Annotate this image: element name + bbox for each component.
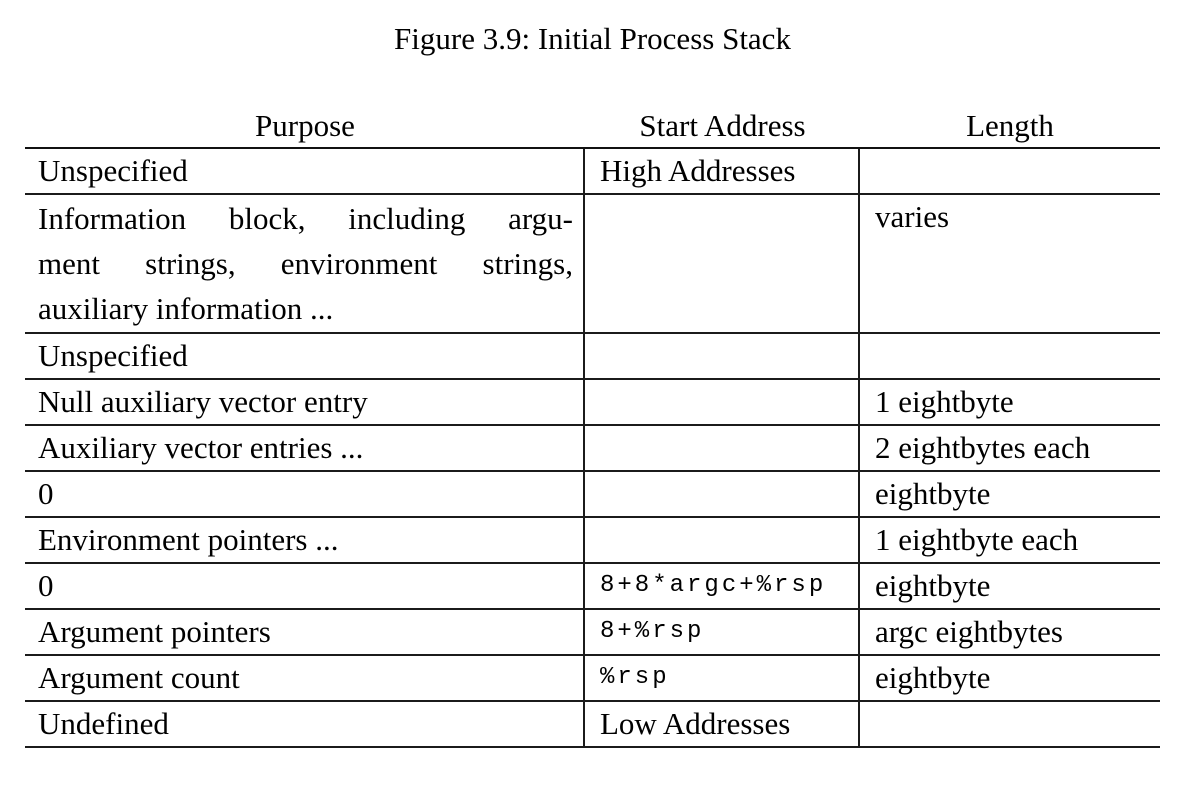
cell-purpose: Environment pointers ... — [25, 518, 585, 562]
initial-process-stack-table: Purpose Start Address Length Unspecified… — [25, 105, 1160, 748]
table-row: Undefined Low Addresses — [25, 702, 1160, 748]
cell-length: eightbyte — [875, 568, 991, 603]
cell-length: eightbyte — [875, 660, 991, 695]
cell-start-address — [585, 334, 860, 378]
table-row: Argument pointers 8+%rsp argc eightbytes — [25, 610, 1160, 656]
column-header-start-address: Start Address — [639, 108, 806, 143]
cell-start-address: 8+%rsp — [585, 610, 860, 654]
cell-purpose: Unspecified — [25, 334, 585, 378]
cell-length: 2 eightbytes each — [875, 430, 1091, 465]
table-row: Unspecified — [25, 334, 1160, 380]
cell-start-address — [585, 472, 860, 516]
purpose-line: auxiliary information ... — [38, 291, 334, 326]
table-row: 0 eightbyte — [25, 472, 1160, 518]
column-header-length: Length — [966, 108, 1054, 143]
cell-start-address: High Addresses — [585, 149, 860, 193]
cell-length — [860, 149, 1160, 193]
document-page: Figure 3.9: Initial Process Stack Purpos… — [25, 20, 1160, 748]
cell-purpose: 0 — [25, 472, 585, 516]
cell-purpose: Undefined — [25, 702, 585, 746]
cell-length: varies — [875, 199, 950, 234]
table-header-row: Purpose Start Address Length — [25, 105, 1160, 149]
cell-start-address — [585, 195, 860, 332]
table-row: Information block, including argu- ment … — [25, 195, 1160, 334]
cell-start-address — [585, 380, 860, 424]
cell-start-address: 8+8*argc+%rsp — [585, 564, 860, 608]
cell-length: eightbyte — [875, 476, 991, 511]
cell-purpose: Auxiliary vector entries ... — [25, 426, 585, 470]
purpose-line: Information block, including argu- — [38, 201, 573, 236]
table-row: Null auxiliary vector entry 1 eightbyte — [25, 380, 1160, 426]
column-header-purpose: Purpose — [255, 108, 355, 143]
table-row: Unspecified High Addresses — [25, 149, 1160, 195]
table-row: 0 8+8*argc+%rsp eightbyte — [25, 564, 1160, 610]
table-row: Auxiliary vector entries ... 2 eightbyte… — [25, 426, 1160, 472]
cell-start-address — [585, 426, 860, 470]
figure-title: Figure 3.9: Initial Process Stack — [394, 21, 791, 56]
cell-length — [860, 334, 1160, 378]
cell-length: 1 eightbyte each — [875, 522, 1079, 557]
cell-start-address: Low Addresses — [585, 702, 860, 746]
cell-length — [860, 702, 1160, 746]
cell-purpose: Unspecified — [25, 149, 585, 193]
cell-length: 1 eightbyte — [875, 384, 1014, 419]
cell-start-address: %rsp — [585, 656, 860, 700]
purpose-line: ment strings, environment strings, — [38, 246, 573, 281]
cell-start-address — [585, 518, 860, 562]
table-row: Argument count %rsp eightbyte — [25, 656, 1160, 702]
cell-purpose: Information block, including argu- ment … — [25, 195, 585, 332]
cell-purpose: 0 — [25, 564, 585, 608]
cell-purpose: Argument count — [25, 656, 585, 700]
cell-purpose: Null auxiliary vector entry — [25, 380, 585, 424]
table-row: Environment pointers ... 1 eightbyte eac… — [25, 518, 1160, 564]
cell-purpose: Argument pointers — [25, 610, 585, 654]
cell-length: argc eightbytes — [875, 614, 1063, 649]
